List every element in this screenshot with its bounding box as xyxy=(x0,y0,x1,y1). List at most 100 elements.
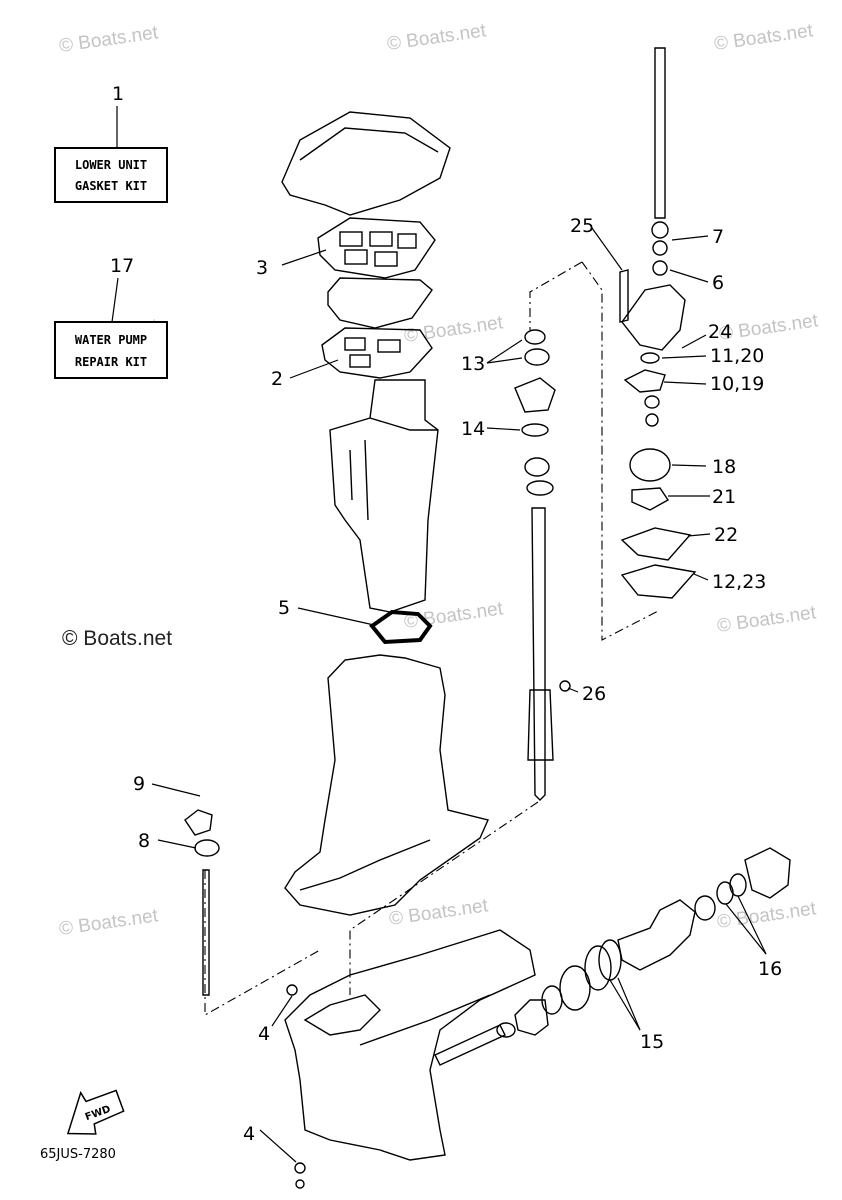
insert-10 xyxy=(623,369,666,393)
leader-line xyxy=(681,334,707,349)
diagram-code: 65JUS-7280 xyxy=(40,1147,116,1162)
callout-number: 1 xyxy=(112,83,124,105)
leader-line xyxy=(671,464,707,467)
upper-casing xyxy=(284,654,489,916)
callout-number: 17 xyxy=(110,255,134,277)
plate-22 xyxy=(620,527,692,561)
gasket-port xyxy=(349,354,371,368)
gasket-12 xyxy=(620,564,697,599)
pump-housing xyxy=(621,284,686,351)
callout-4: 4 xyxy=(258,1023,270,1045)
watermark: © Boats.net xyxy=(716,602,818,637)
bolt-25 xyxy=(619,269,629,323)
leader-line xyxy=(486,339,523,364)
washer xyxy=(526,480,554,496)
kit-lower-unit-gasket: 1 LOWER UNIT GASKET KIT xyxy=(54,83,168,203)
callouts: 3 2 5 9 8 4 4 25 7 6 24 11,20 10,19 13 1… xyxy=(133,215,782,1145)
leader-lines xyxy=(151,227,767,1163)
seal-gasket xyxy=(369,609,433,645)
callout-22: 22 xyxy=(714,524,738,546)
leader-line xyxy=(111,277,119,323)
leader-line xyxy=(591,227,623,271)
gasket-port xyxy=(374,251,398,267)
bearing-housing xyxy=(617,899,696,971)
cover-plate-rim xyxy=(299,127,439,161)
upper-casing-detail xyxy=(299,839,431,891)
callout-8: 8 xyxy=(138,830,150,852)
kit-label-line1: WATER PUMP xyxy=(75,333,147,347)
callout-25: 25 xyxy=(570,215,594,237)
lower-casing-detail xyxy=(359,994,491,1046)
impeller-housing-18 xyxy=(629,448,671,482)
cap xyxy=(744,847,791,899)
callout-13: 13 xyxy=(461,353,485,375)
callout-18: 18 xyxy=(712,456,736,478)
alignment-line xyxy=(204,870,321,1016)
watermark: © Boats.net xyxy=(58,905,160,940)
lower-casing xyxy=(284,929,536,1161)
callout-2: 2 xyxy=(271,368,283,390)
callout-11-20: 11,20 xyxy=(710,345,764,367)
leader-line xyxy=(737,895,767,955)
leader-line xyxy=(663,381,707,385)
plug-4b xyxy=(294,1162,306,1174)
pump-shaft xyxy=(654,47,666,219)
watermark: © Boats.net xyxy=(716,898,818,933)
watermark: © Boats.net xyxy=(388,895,490,930)
watermark: © Boats.net xyxy=(58,22,160,57)
kit-label-line2: REPAIR KIT xyxy=(75,355,147,369)
key xyxy=(644,395,660,409)
upper-gasket xyxy=(317,217,436,279)
bearing-15b xyxy=(584,945,612,991)
gasket-port xyxy=(344,337,366,351)
lower-casing-opening xyxy=(303,994,381,1036)
spacer xyxy=(645,413,659,427)
kit-water-pump-repair: 17 WATER PUMP REPAIR KIT xyxy=(54,255,168,379)
callout-26: 26 xyxy=(582,683,606,705)
kit-box xyxy=(54,321,168,379)
grommet-6 xyxy=(652,260,668,276)
callout-6: 6 xyxy=(712,272,724,294)
pin-26 xyxy=(559,680,571,692)
propeller-shaft xyxy=(434,1024,506,1066)
leader-line xyxy=(297,607,375,626)
callout-4: 4 xyxy=(243,1123,255,1145)
cable xyxy=(202,869,210,996)
callout-15: 15 xyxy=(640,1031,664,1053)
bearing-housing-13 xyxy=(514,377,556,413)
watermark: © Boats.net xyxy=(62,627,172,650)
bearing-15a xyxy=(559,965,591,1011)
leader-line xyxy=(259,1129,297,1163)
callout-9: 9 xyxy=(133,773,145,795)
watermark: © Boats.net xyxy=(386,20,488,55)
gasket-port xyxy=(397,233,417,249)
gasket-port xyxy=(369,231,393,247)
alignment-line xyxy=(529,261,583,330)
callout-16: 16 xyxy=(758,958,782,980)
plug-4a xyxy=(286,984,298,996)
leader-line xyxy=(609,979,641,1031)
sleeve xyxy=(524,457,550,477)
fwd-arrow-shape xyxy=(66,1089,125,1135)
exhaust-guide xyxy=(329,379,439,613)
leader-line xyxy=(687,533,711,537)
gasket-port xyxy=(339,231,363,247)
watermark: © Boats.net xyxy=(713,20,815,55)
leader-line xyxy=(289,359,339,379)
gear xyxy=(514,999,549,1036)
lower-gasket xyxy=(321,327,433,379)
callout-3: 3 xyxy=(256,257,268,279)
gasket-port xyxy=(377,339,401,353)
collar xyxy=(652,240,668,256)
kit-label-line2: GASKET KIT xyxy=(75,179,147,193)
impeller-21 xyxy=(631,487,670,511)
leader-line xyxy=(669,269,709,283)
leader-line xyxy=(486,357,523,364)
exhaust-guide-detail xyxy=(349,439,369,521)
leader-line xyxy=(486,427,521,431)
watermarks: © Boats.net © Boats.net © Boats.net © Bo… xyxy=(58,20,820,940)
callout-12-23: 12,23 xyxy=(712,571,766,593)
leader-line xyxy=(157,839,197,849)
leader-line xyxy=(281,249,327,266)
